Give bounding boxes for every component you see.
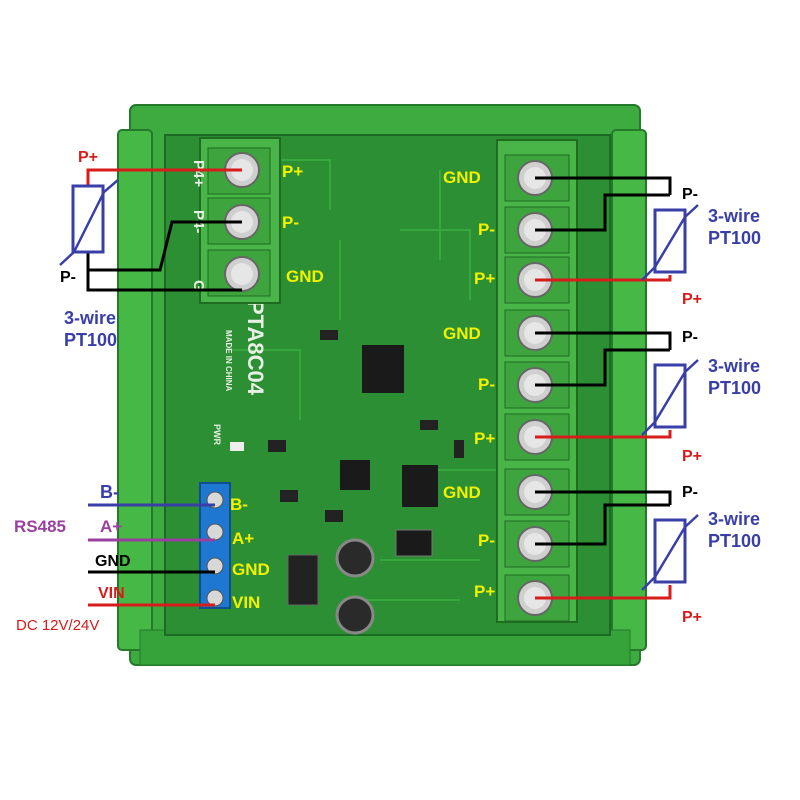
right-red-wire [535, 430, 672, 439]
right-sensor-title-line2: PT100 [708, 228, 761, 248]
right-pt100-sensor [641, 514, 699, 591]
label-a-plus: A+ [100, 517, 122, 536]
left-black-wire-1 [86, 220, 242, 272]
label-gnd: GND [95, 553, 131, 570]
right-sensor-label-pplus: P+ [682, 448, 702, 465]
made-in-label: MADE IN CHINA [224, 330, 233, 392]
right-black-wire-gnd [535, 490, 672, 505]
power-terminal-label-gnd: GND [232, 560, 270, 579]
right-red-wire [535, 275, 672, 282]
power-terminal-label-bminus: B- [230, 495, 248, 514]
right-black-wire-gnd [535, 176, 672, 195]
right-sensor-label-pplus: P+ [682, 609, 702, 626]
left-terminal-screw [207, 249, 271, 297]
right-terminal-label-pplus-1: P+ [474, 269, 495, 288]
right-red-wire [535, 585, 672, 600]
voltage-regulator [287, 554, 319, 606]
right-terminal-label-gnd-3: GND [443, 483, 481, 502]
right-black-wire-gnd [535, 331, 672, 350]
left-silk-g: G [190, 280, 207, 292]
left-sensor-label-pplus: P+ [78, 149, 98, 166]
right-sensor-title-line1: 3-wire [708, 206, 760, 226]
pcb-components [230, 330, 464, 635]
right-sensor-title-line1: 3-wire [708, 509, 760, 529]
label-dc-supply: DC 12V/24V [16, 617, 99, 634]
capacitor-1 [335, 538, 375, 578]
right-sensor-label-pminus: P- [682, 186, 698, 203]
power-wiring: B- A+ RS485 GND VIN DC 12V/24V [14, 482, 215, 634]
power-terminal-screw [206, 557, 224, 575]
right-sensor-label-pplus: P+ [682, 291, 702, 308]
ic-chip-1 [362, 345, 404, 393]
right-sensor-title-line2: PT100 [708, 531, 761, 551]
right-black-wire-pminus [535, 503, 670, 546]
right-sensor-title-line1: 3-wire [708, 356, 760, 376]
right-terminal-label-pminus-3: P- [478, 531, 495, 550]
right-sensor-label-pminus: P- [682, 484, 698, 501]
ic-chip-3 [402, 465, 438, 507]
left-terminal-label-gnd: GND [286, 267, 324, 286]
right-terminal-label-pminus-1: P- [478, 220, 495, 239]
left-black-wire-2 [86, 270, 242, 292]
right-terminal-label-pminus-2: P- [478, 375, 495, 394]
led-pwr [230, 442, 244, 451]
board-model-label: PTA8C04 [243, 300, 268, 396]
left-red-wire [86, 168, 242, 186]
pwr-label: PWR [212, 424, 222, 445]
right-terminal-label-gnd-1: GND [443, 168, 481, 187]
board-silkscreen: PTA8C04 MADE IN CHINA PWR [212, 300, 268, 445]
power-terminal-screw [206, 523, 224, 541]
right-terminal-label-gnd-2: GND [443, 324, 481, 343]
left-terminal-label-pplus: P+ [282, 162, 303, 181]
left-sensor-wiring: P+ P- 3-wire PT100 [59, 149, 242, 350]
right-sensor-wiring: P-P+3-wirePT100P-P+3-wirePT100P-P+3-wire… [535, 176, 761, 626]
left-sensor-label-pminus: P- [60, 269, 76, 286]
label-vin: VIN [98, 585, 125, 602]
right-sensor-title-line2: PT100 [708, 378, 761, 398]
ic-chip-2 [340, 460, 370, 490]
right-terminal-label-pplus-2: P+ [474, 429, 495, 448]
left-sensor-title-line1: 3-wire [64, 308, 116, 328]
right-terminal-label-pplus-3: P+ [474, 582, 495, 601]
right-black-wire-pminus [535, 193, 670, 232]
right-pt100-sensor [641, 204, 699, 281]
right-black-wire-pminus [535, 348, 670, 387]
left-terminal-label-pminus: P- [282, 213, 299, 232]
power-terminal-label-aplus: A+ [232, 529, 254, 548]
capacitor-2 [335, 595, 375, 635]
left-sensor-title-line2: PT100 [64, 330, 117, 350]
label-b-minus: B- [100, 482, 119, 502]
right-sensor-label-pminus: P- [682, 329, 698, 346]
power-terminal-label-vin: VIN [232, 593, 260, 612]
left-pt100-sensor [59, 179, 119, 266]
left-silk-p4plus: P4+ [190, 160, 207, 187]
label-rs485: RS485 [14, 517, 66, 536]
right-pt100-sensor [641, 359, 699, 436]
